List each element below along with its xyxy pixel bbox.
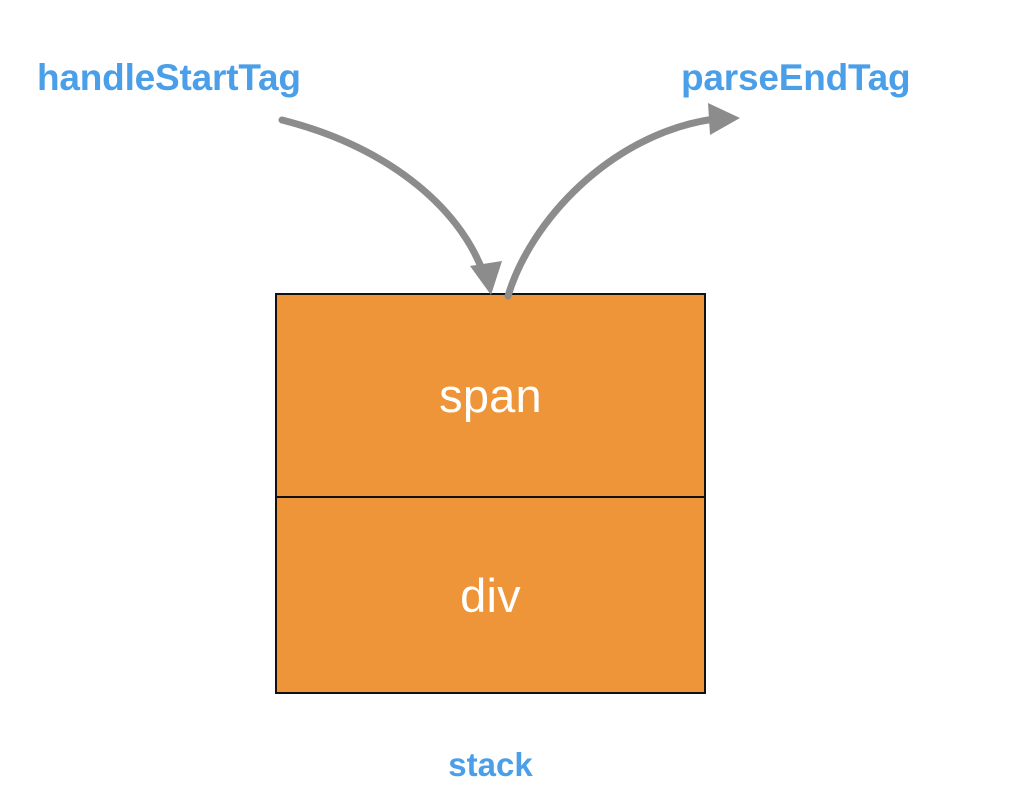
stack-frame-span: span — [277, 295, 704, 498]
stack-frame-span-label: span — [439, 369, 542, 422]
stack-frame-div-label: div — [460, 568, 521, 622]
stack-caption: stack — [448, 746, 533, 783]
label-parse-end-tag: parseEndTag — [681, 57, 911, 98]
stack-frame-div: div — [277, 498, 704, 692]
stack-container: span div — [275, 293, 706, 694]
label-handle-start-tag: handleStartTag — [37, 57, 301, 98]
handle-start-tag-arrow-icon — [278, 116, 502, 295]
parse-end-tag-arrow-icon — [504, 103, 740, 300]
